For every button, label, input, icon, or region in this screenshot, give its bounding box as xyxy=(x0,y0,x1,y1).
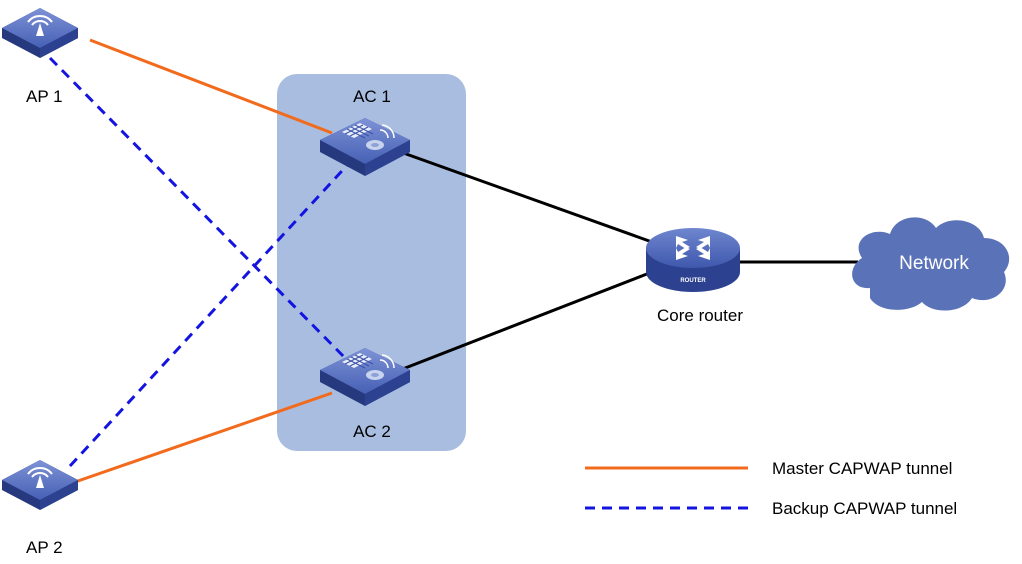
ac2-icon xyxy=(320,348,410,406)
router-badge: ROUTER xyxy=(680,278,706,284)
router-label: Core router xyxy=(657,306,743,325)
legend: Master CAPWAP tunnel Backup CAPWAP tunne… xyxy=(585,459,957,518)
master-tunnel-ap2-ac2 xyxy=(74,391,333,484)
ac1-label: AC 1 xyxy=(353,87,391,106)
router-icon: ROUTER xyxy=(646,228,740,292)
network-cloud-icon xyxy=(852,217,1010,311)
link-ac2-router xyxy=(394,270,653,374)
link-ac1-router xyxy=(394,148,653,244)
legend-master-label: Master CAPWAP tunnel xyxy=(772,459,952,478)
ap1-label: AP 1 xyxy=(26,87,63,106)
legend-backup-label: Backup CAPWAP tunnel xyxy=(772,499,957,518)
ap2-icon xyxy=(2,460,78,510)
ac1-icon xyxy=(320,118,410,176)
master-tunnel-ap1-ac1 xyxy=(89,38,333,135)
network-label: Network xyxy=(899,253,969,274)
ac-group-box xyxy=(277,74,466,451)
ac2-label: AC 2 xyxy=(353,422,391,441)
ap1-icon xyxy=(2,8,78,58)
ap2-label: AP 2 xyxy=(26,538,63,557)
backup-tunnel-ap2-ac1 xyxy=(68,158,354,468)
backup-tunnel-ap1-ac2 xyxy=(48,56,352,365)
